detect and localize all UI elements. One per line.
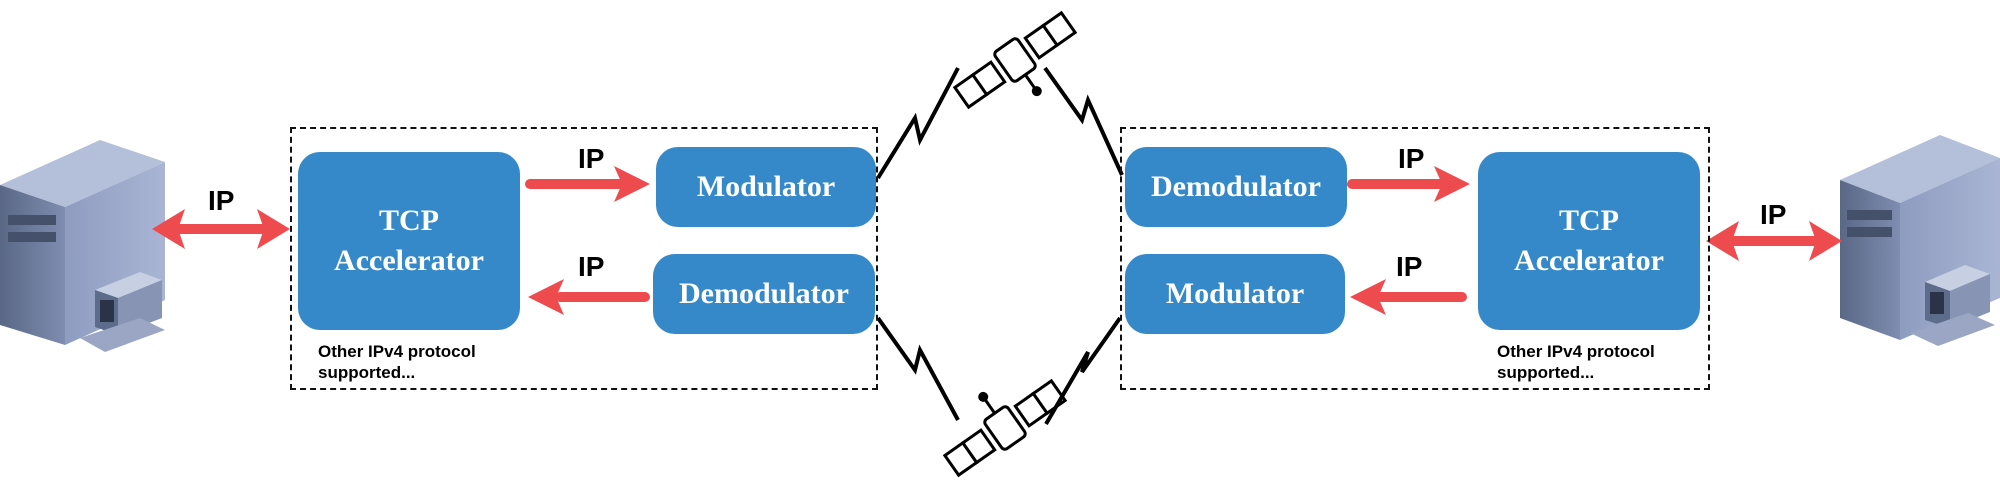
- lightning-link-icon: [876, 67, 960, 180]
- right-protocol-note-line2: supported...: [1497, 363, 1595, 382]
- right-ip-label-to-modulator: IP: [1396, 251, 1423, 282]
- left-modulator-label: Modulator: [696, 170, 836, 203]
- left-tcp-accelerator-box: TCP Accelerator: [298, 152, 520, 330]
- right-modulator-box: Modulator: [1125, 254, 1345, 334]
- left-demodulator-box: Demodulator: [653, 254, 875, 334]
- left-host-ip-label: IP: [208, 185, 235, 216]
- left-tcp-accelerator-line2: Accelerator: [334, 244, 484, 277]
- left-ip-label-to-modulator: IP: [578, 143, 605, 174]
- left-protocol-note-line2: supported...: [318, 363, 416, 382]
- right-ip-label-from-demodulator: IP: [1398, 143, 1425, 174]
- right-tcp-accelerator-box: TCP Accelerator: [1478, 152, 1700, 330]
- bottom-satellite-icon: [942, 378, 1068, 478]
- left-ip-arrow-from-demodulator: [528, 279, 650, 315]
- right-demodulator-box: Demodulator: [1125, 147, 1347, 227]
- lightning-link-icon: [1043, 66, 1124, 176]
- right-protocol-note: Other IPv4 protocol supported...: [1497, 341, 1655, 383]
- right-host-ip-double-arrow: [1706, 221, 1842, 261]
- top-satellite-icon: [952, 10, 1078, 110]
- left-protocol-note-line1: Other IPv4 protocol: [318, 342, 476, 361]
- right-demodulator-label: Demodulator: [1151, 170, 1321, 203]
- right-site-container: [1120, 127, 1710, 390]
- left-tcp-accelerator-line1: TCP: [378, 204, 439, 237]
- right-host-ip-label: IP: [1760, 199, 1787, 230]
- left-site-container: [290, 127, 878, 390]
- left-demodulator-label: Demodulator: [679, 277, 849, 310]
- lightning-link-icon: [876, 316, 960, 421]
- left-protocol-note: Other IPv4 protocol supported...: [318, 341, 476, 383]
- right-protocol-note-line1: Other IPv4 protocol: [1497, 342, 1655, 361]
- right-ip-arrow-to-modulator: [1350, 279, 1467, 315]
- right-ip-arrow-from-demodulator: [1347, 166, 1470, 202]
- lightning-link-icon: [1044, 316, 1122, 426]
- left-modulator-box: Modulator: [656, 147, 876, 227]
- left-host-ip-double-arrow: [152, 209, 290, 249]
- right-modulator-label: Modulator: [1165, 277, 1305, 310]
- right-tcp-accelerator-line1: TCP: [1558, 204, 1619, 237]
- left-ip-arrow-to-modulator: [525, 166, 650, 202]
- right-server-icon: [1840, 135, 2000, 346]
- right-tcp-accelerator-line2: Accelerator: [1514, 244, 1664, 277]
- left-server-icon: [0, 140, 165, 352]
- left-ip-label-from-demodulator: IP: [578, 251, 605, 282]
